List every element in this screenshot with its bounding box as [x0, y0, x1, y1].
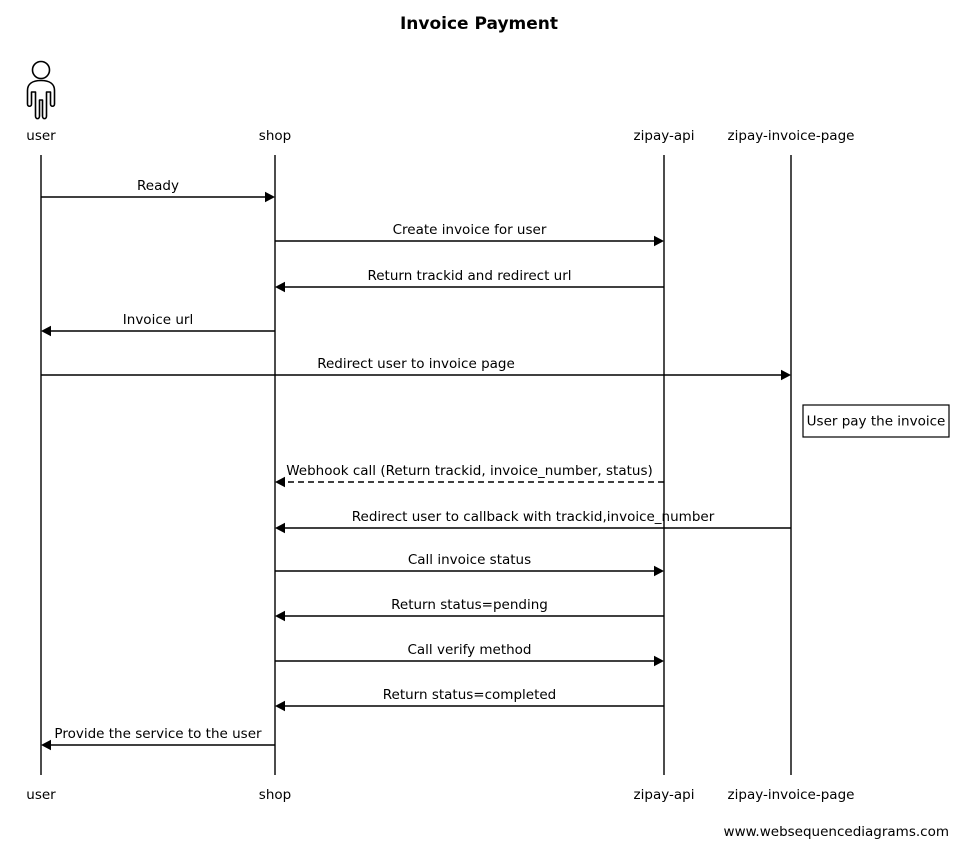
participant-labels-bottom: user shop zipay-api zipay-invoice-page — [26, 787, 854, 803]
participant-label-bottom-zipay-invoice-page: zipay-invoice-page — [728, 787, 855, 803]
message-4-shop-to-user: Invoice url — [41, 312, 275, 337]
arrow-head-9 — [275, 610, 285, 622]
message-label-7: Redirect user to callback with trackid,i… — [352, 509, 715, 525]
message-label-8: Call invoice status — [408, 552, 531, 568]
arrow-head-8 — [654, 565, 664, 577]
arrow-head-1 — [265, 191, 275, 203]
participant-labels-top: user shop zipay-api zipay-invoice-page — [26, 128, 854, 144]
message-label-12: Provide the service to the user — [54, 726, 262, 742]
message-9-zipay-api-to-shop: Return status=pending — [275, 597, 664, 622]
arrow-head-10 — [654, 655, 664, 667]
message-3-zipay-api-to-shop: Return trackid and redirect url — [275, 268, 664, 293]
note-box-note-user-pay — [802, 404, 950, 438]
participant-label-bottom-zipay-api: zipay-api — [634, 787, 695, 803]
message-label-2: Create invoice for user — [393, 222, 547, 238]
notes-group: User pay the invoice — [802, 404, 950, 438]
participant-label-bottom-shop: shop — [259, 787, 291, 803]
message-label-6: Webhook call (Return trackid, invoice_nu… — [286, 463, 653, 479]
arrow-head-2 — [654, 235, 664, 247]
message-label-5: Redirect user to invoice page — [317, 356, 515, 372]
message-label-11: Return status=completed — [383, 687, 557, 703]
message-12-shop-to-user: Provide the service to the user — [41, 726, 275, 751]
participant-label-top-shop: shop — [259, 128, 291, 144]
page-title: Invoice Payment — [400, 14, 558, 34]
arrow-head-11 — [275, 700, 285, 712]
message-10-shop-to-zipay-api: Call verify method — [275, 642, 664, 667]
message-label-10: Call verify method — [407, 642, 531, 658]
participant-label-top-user: user — [26, 128, 56, 144]
message-label-1: Ready — [137, 178, 179, 194]
message-label-9: Return status=pending — [391, 597, 548, 613]
arrow-head-12 — [41, 739, 51, 751]
participant-label-bottom-user: user — [26, 787, 56, 803]
actor-user-icon — [26, 60, 56, 120]
arrow-head-4 — [41, 325, 51, 337]
footer-watermark: www.websequencediagrams.com — [724, 824, 949, 840]
arrow-head-3 — [275, 281, 285, 293]
message-8-shop-to-zipay-api: Call invoice status — [275, 552, 664, 577]
lifelines-group — [40, 155, 792, 775]
note-note-user-pay: User pay the invoice — [802, 404, 950, 438]
message-2-shop-to-zipay-api: Create invoice for user — [275, 222, 664, 247]
arrow-head-7 — [275, 522, 285, 534]
message-7-zipay-invoice-page-to-shop: Redirect user to callback with trackid,i… — [275, 509, 791, 534]
message-label-4: Invoice url — [123, 312, 193, 328]
message-1-user-to-shop: Ready — [41, 178, 275, 203]
participant-label-top-zipay-api: zipay-api — [634, 128, 695, 144]
message-5-user-to-zipay-invoice-page: Redirect user to invoice page — [41, 356, 791, 381]
note-label-note-user-pay: User pay the invoice — [807, 414, 946, 430]
arrow-head-5 — [781, 369, 791, 381]
message-11-zipay-api-to-shop: Return status=completed — [275, 687, 664, 712]
message-label-3: Return trackid and redirect url — [367, 268, 571, 284]
arrow-head-6 — [275, 476, 285, 488]
participant-label-top-zipay-invoice-page: zipay-invoice-page — [728, 128, 855, 144]
message-6-zipay-api-to-shop: Webhook call (Return trackid, invoice_nu… — [275, 463, 664, 488]
